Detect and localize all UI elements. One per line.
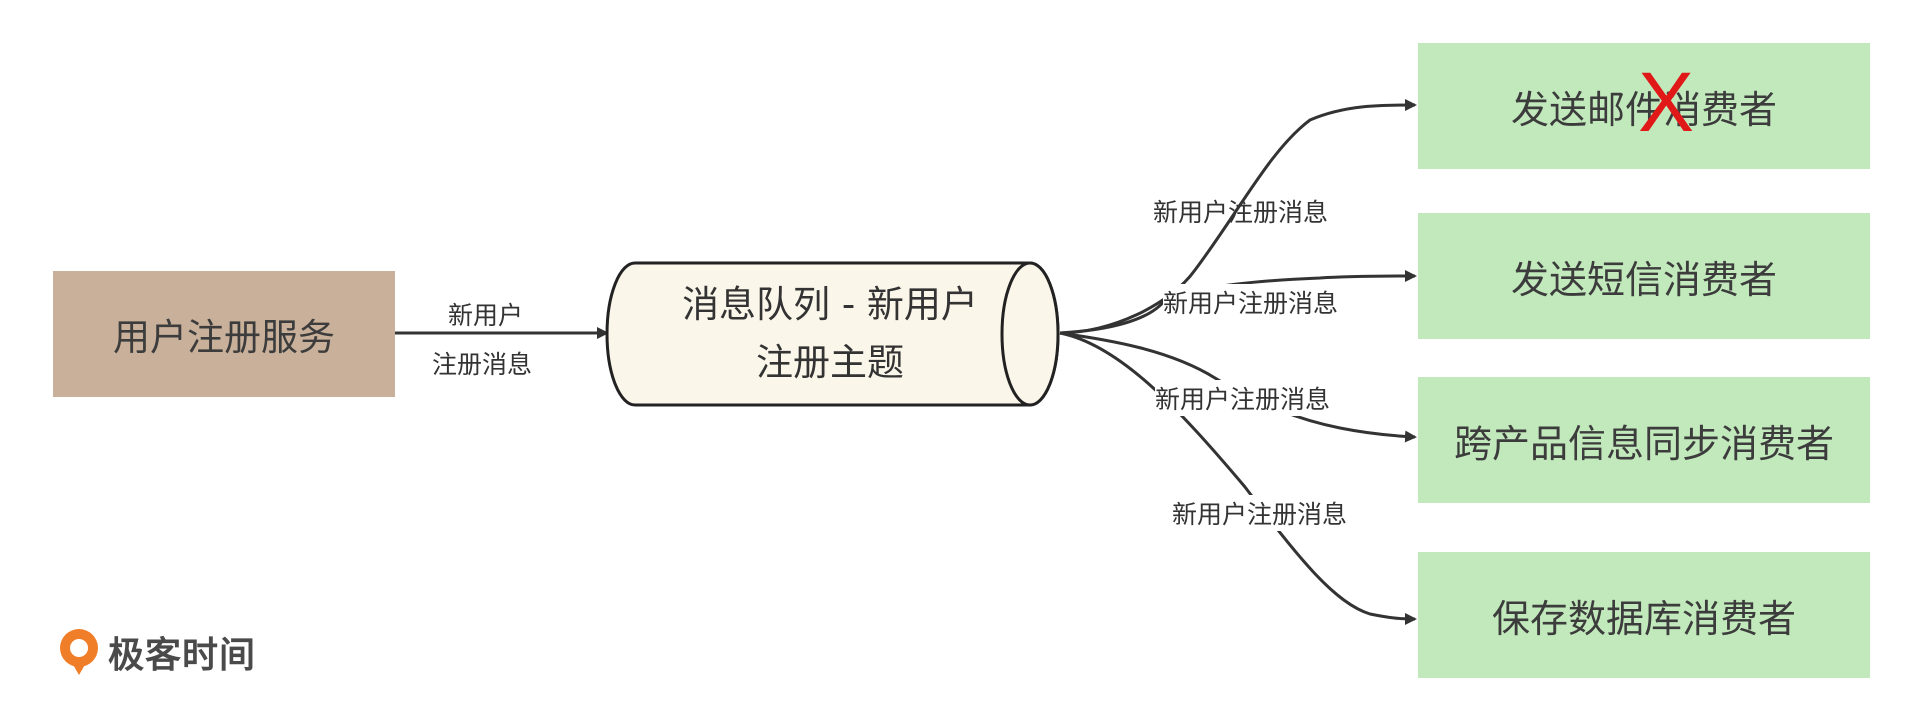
consumer-email-box: 发送邮件消费者	[1418, 43, 1870, 169]
brand-name: 极客时间	[108, 635, 257, 676]
consumer-sync-box: 跨产品信息同步消费者	[1418, 377, 1870, 503]
queue-label: 消息队列 - 新用户 注册主题	[640, 276, 1020, 392]
queue-cylinder	[605, 261, 1060, 407]
consumer-db-label: 保存数据库消费者	[1491, 596, 1796, 641]
queue-label-line2: 注册主题	[756, 341, 904, 384]
queue-label-line1: 消息队列 - 新用户	[682, 283, 978, 326]
producer-service-box: 用户注册服务	[53, 271, 395, 397]
consumer-sms-box: 发送短信消费者	[1418, 213, 1870, 339]
consumer-email-label: 发送邮件消费者	[1510, 87, 1777, 132]
edge-label-sync: 新用户注册消息	[1155, 380, 1331, 416]
edge-label-db: 新用户注册消息	[1172, 495, 1348, 531]
edge-label-email: 新用户注册消息	[1153, 198, 1329, 227]
edge-queue-to-db	[1059, 331, 1417, 625]
edge-queue-to-email	[1059, 99, 1417, 335]
consumer-sms-label: 发送短信消费者	[1510, 257, 1777, 302]
brand-logo: 极客时间	[58, 626, 256, 678]
producer-service-label: 用户注册服务	[113, 316, 335, 359]
consumer-sync-label: 跨产品信息同步消费者	[1453, 421, 1834, 466]
edge-label-sms: 新用户注册消息	[1163, 284, 1339, 320]
consumer-db-box: 保存数据库消费者	[1418, 552, 1870, 678]
failure-cross-mark: X	[1638, 55, 1695, 149]
producer-edge-label-line2: 注册消息	[432, 350, 533, 379]
producer-edge-label-line1: 新用户	[448, 301, 524, 330]
brand-logo-icon	[60, 629, 98, 675]
